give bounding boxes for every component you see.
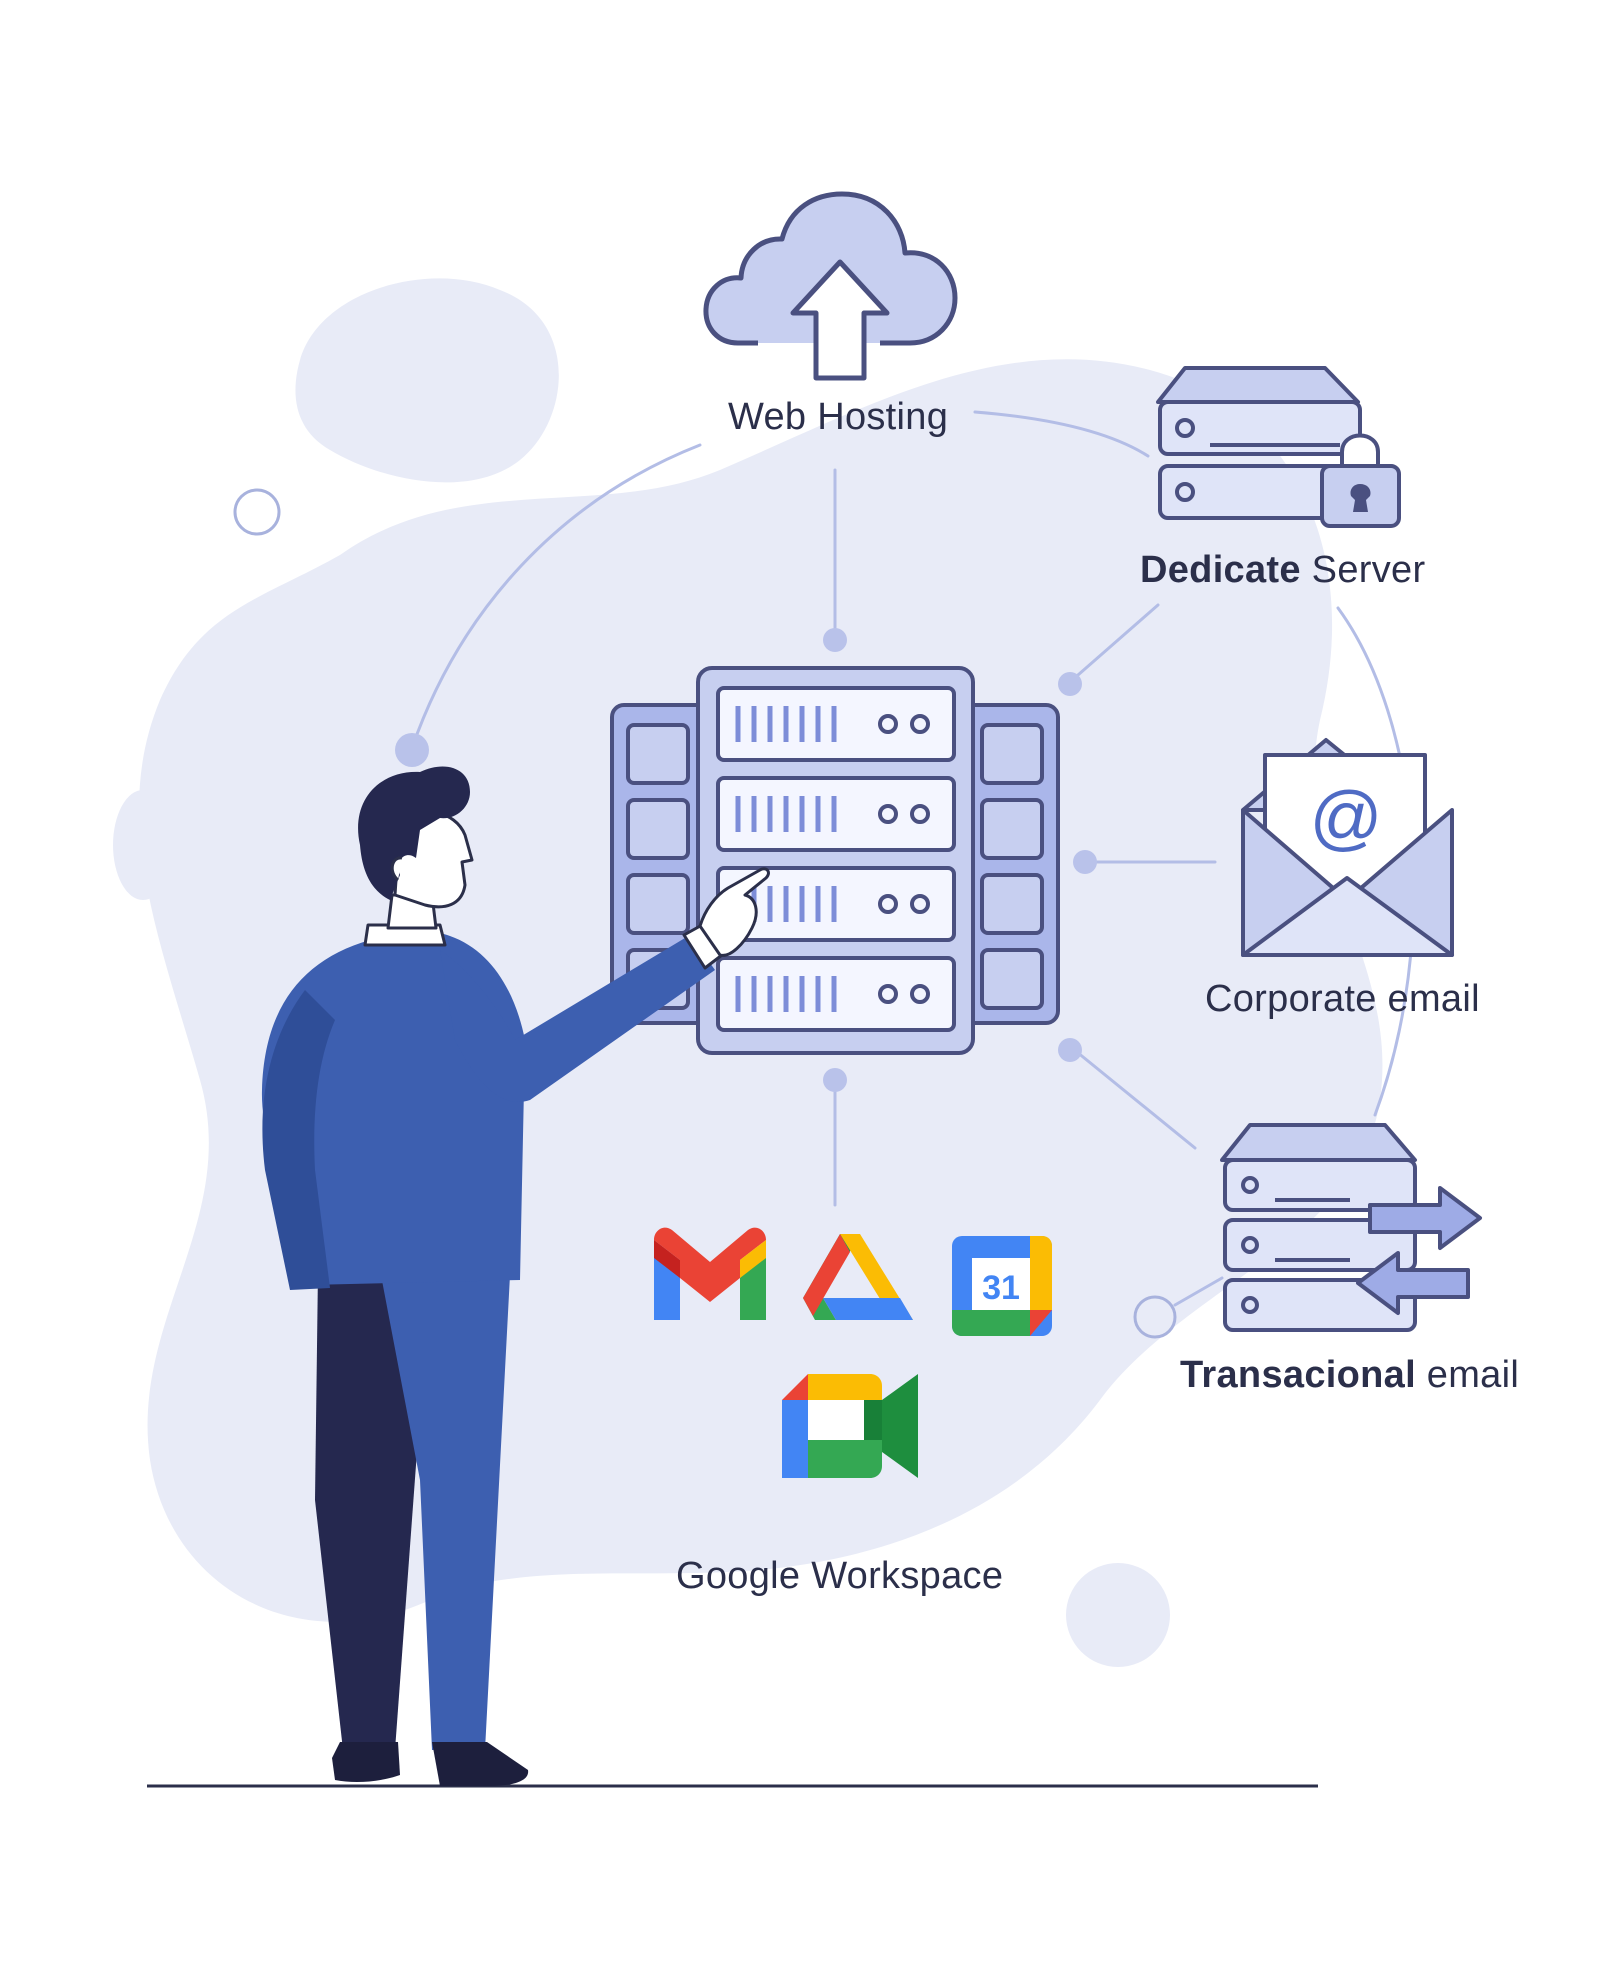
label-dedicated-server: Dedicate Server (1140, 549, 1425, 592)
label-dedicated-server-bold: Dedicate (1140, 549, 1301, 591)
small-blob (1066, 1563, 1170, 1667)
side-blob (113, 790, 173, 900)
label-web-hosting: Web Hosting (728, 396, 949, 438)
server-arrows-icon (1220, 1123, 1482, 1332)
pointing-arm (440, 935, 715, 1102)
rack-unit (716, 776, 956, 852)
label-google-workspace: Google Workspace (676, 1555, 1004, 1597)
arc-top-right (973, 410, 1150, 458)
pointing-hand (698, 867, 770, 957)
dot-bottom-right (1058, 1038, 1082, 1062)
back-arm (262, 990, 335, 1290)
arc-left (410, 443, 702, 750)
at-sign-icon: @ (1309, 778, 1382, 858)
dot-left (395, 733, 429, 767)
calendar-day: 31 (982, 1269, 1020, 1307)
rack-unit (716, 866, 956, 942)
top-blob (295, 278, 559, 483)
google-drive-icon (803, 1234, 913, 1320)
google-calendar-icon: 31 (952, 1236, 1052, 1336)
email-envelope-icon: @ (1241, 738, 1454, 957)
rack-unit (716, 956, 956, 1032)
label-transactional-email: Transacional email (1180, 1354, 1519, 1397)
deco-ring-left (233, 488, 281, 536)
front-shoe (432, 1742, 529, 1786)
line-top-right (1068, 603, 1160, 684)
back-shoe (332, 1742, 400, 1783)
dot-top-right (1058, 672, 1082, 696)
back-leg (315, 1270, 430, 1750)
rack-unit (716, 686, 956, 762)
label-dedicated-server-rest: Server (1300, 549, 1426, 591)
hair (358, 766, 470, 900)
label-transactional-email-bold: Transacional (1180, 1354, 1416, 1396)
dot-bottom (823, 1068, 847, 1092)
line-trans (1173, 1276, 1224, 1307)
connector-dots (395, 628, 1097, 1092)
google-meet-icon (782, 1374, 918, 1478)
dot-right (1073, 850, 1097, 874)
label-corporate-email: Corporate email (1205, 978, 1480, 1020)
person-figure (261, 766, 770, 1786)
gmail-icon (654, 1227, 766, 1320)
front-leg (380, 1270, 510, 1750)
deco-ring-right (1133, 1295, 1177, 1339)
cloud-upload-icon (703, 191, 958, 381)
line-bottom-right (1070, 1046, 1197, 1150)
label-transactional-email-rest: email (1415, 1354, 1520, 1396)
ear (390, 856, 403, 882)
locked-server-icon (1156, 366, 1401, 528)
dot-top (823, 628, 847, 652)
